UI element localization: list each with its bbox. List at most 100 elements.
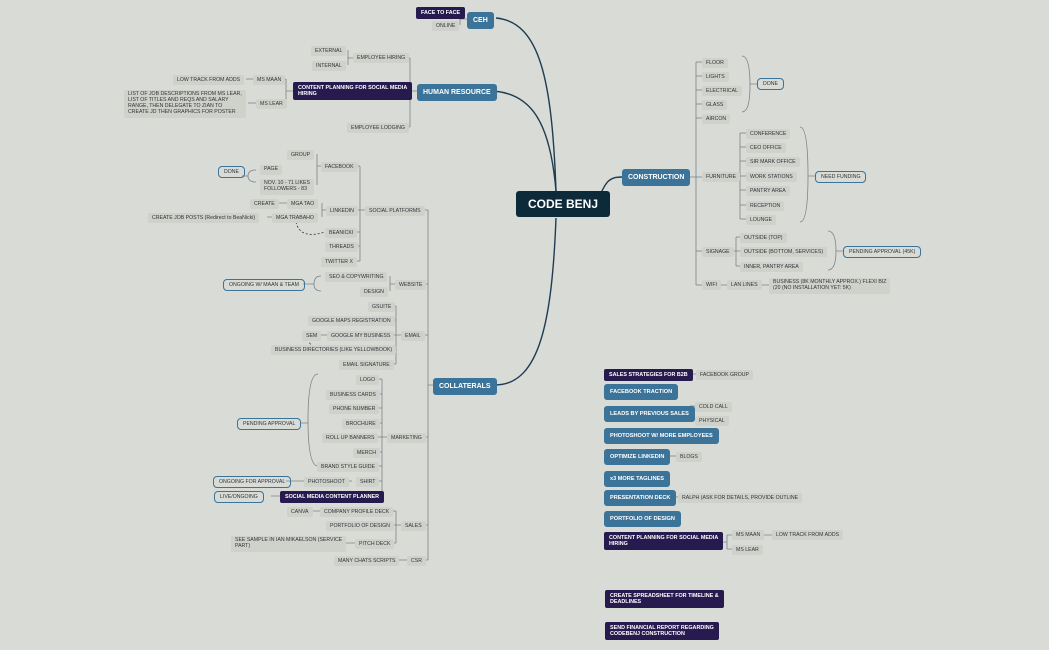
node-internal[interactable]: INTERNAL (312, 61, 346, 71)
float-facebook-traction[interactable]: FACEBOOK TRACTION (604, 384, 679, 400)
node-brochure[interactable]: BROCHURE (342, 419, 380, 429)
node-design[interactable]: DESIGN (360, 287, 388, 297)
node-ongoing-approval[interactable]: ONGOING FOR APPROVAL (213, 476, 292, 488)
node-sales[interactable]: SALES (401, 521, 426, 531)
node-electrical[interactable]: ELECTRICAL (702, 86, 742, 96)
node-shirt[interactable]: SHIRT (356, 477, 380, 487)
node-ms-lear[interactable]: MS LEAR (256, 99, 287, 109)
float-financial-report[interactable]: SEND FINANCIAL REPORT REGARDING CODEBENJ… (605, 622, 719, 641)
float-more-taglines[interactable]: x3 MORE TAGLINES (604, 471, 670, 487)
node-many-chats[interactable]: MANY CHATS SCRIPTS (334, 556, 400, 566)
node-twitter[interactable]: TWITTER X (321, 257, 357, 267)
node-signage[interactable]: SIGNAGE (702, 247, 734, 257)
node-beanicki[interactable]: BEANICKI (325, 228, 358, 238)
node-lan-lines[interactable]: LAN LINES (727, 280, 762, 290)
node-low-track[interactable]: LOW TRACK FROM ADDS (173, 75, 245, 85)
float-low-track[interactable]: LOW TRACK FROM ADDS (772, 530, 844, 540)
node-online[interactable]: ONLINE (432, 21, 460, 31)
node-work-stations[interactable]: WORK STATIONS (746, 172, 797, 182)
float-content-planning[interactable]: CONTENT PLANNING FOR SOCIAL MEDIA HIRING (604, 532, 724, 551)
node-inner-pantry[interactable]: INNER, PANTRY AREA (740, 262, 803, 272)
node-content-planning-hiring[interactable]: CONTENT PLANNING FOR SOCIAL MEDIA HIRING (293, 82, 413, 101)
topic-construction[interactable]: CONSTRUCTION (622, 169, 691, 186)
float-photoshoot-employees[interactable]: PHOTOSHOOT W/ MORE EMPLOYEES (604, 428, 719, 444)
root-topic[interactable]: CODE BENJ (516, 191, 611, 217)
node-live-ongoing[interactable]: LIVE/ONGOING (214, 491, 264, 503)
node-ongoing-maan[interactable]: ONGOING W/ MAAN & TEAM (223, 279, 305, 291)
float-ms-maan[interactable]: MS MAAN (732, 530, 765, 540)
node-done-construction[interactable]: DONE (757, 78, 784, 90)
node-aircon[interactable]: AIRCON (702, 114, 731, 124)
node-google-my-business[interactable]: GOOGLE MY BUSINESS (327, 331, 395, 341)
node-job-descriptions[interactable]: LIST OF JOB DESCRIPTIONS FROM MS LEAR, L… (124, 90, 246, 118)
topic-collaterals[interactable]: COLLATERALS (433, 378, 497, 395)
node-facebook[interactable]: FACEBOOK (321, 162, 358, 172)
float-ralph[interactable]: RALPH (ASK FOR DETAILS, PROVIDE OUTLINE (678, 493, 803, 503)
node-furniture[interactable]: FURNITURE (702, 172, 740, 182)
float-ms-lear[interactable]: MS LEAR (732, 545, 763, 555)
float-presentation-deck[interactable]: PRESENTATION DECK (604, 490, 677, 506)
float-facebook-group[interactable]: FACEBOOK GROUP (696, 370, 754, 380)
node-business-plan[interactable]: BUSINESS (8K MONTHLY APPROX.) FLEXI BIZ … (769, 278, 891, 294)
node-photoshoot[interactable]: PHOTOSHOOT (304, 477, 349, 487)
node-marketing[interactable]: MARKETING (387, 433, 426, 443)
float-blogs[interactable]: BLOGS (676, 452, 702, 462)
node-roll-up-banners[interactable]: ROLL UP BANNERS (322, 433, 379, 443)
node-pitch-deck[interactable]: PITCH DECK (355, 539, 395, 549)
node-pending-approval[interactable]: PENDING APPROVAL (237, 418, 302, 430)
node-seo[interactable]: SEO & COPYWRITING (325, 272, 388, 282)
node-external[interactable]: EXTERNAL (311, 46, 347, 56)
node-merch[interactable]: MERCH (353, 448, 381, 458)
node-canva[interactable]: CANVA (287, 507, 313, 517)
node-outside-top[interactable]: OUTSIDE (TOP) (740, 233, 787, 243)
node-linkedin[interactable]: LINKEDIN (326, 206, 358, 216)
node-pantry[interactable]: PANTRY AREA (746, 186, 790, 196)
node-floor[interactable]: FLOOR (702, 58, 728, 68)
float-optimize-linkedin[interactable]: OPTIMIZE LINKEDIN (604, 449, 671, 465)
float-spreadsheet[interactable]: CREATE SPREADSHEET FOR TIMELINE & DEADLI… (605, 590, 724, 609)
node-see-sample[interactable]: SEE SAMPLE IN IAN MIKAELSON (SERVICE PAR… (231, 536, 347, 552)
node-reception[interactable]: RECEPTION (746, 201, 785, 211)
node-lights[interactable]: LIGHTS (702, 72, 729, 82)
float-physical[interactable]: PHYSICAL (695, 416, 729, 426)
node-employee-hiring[interactable]: EMPLOYEE HIRING (353, 53, 410, 63)
float-leads[interactable]: LEADS BY PREVIOUS SALES (604, 406, 695, 422)
float-sales-strategies[interactable]: SALES STRATEGIES FOR B2B (604, 369, 693, 381)
node-gsuite[interactable]: GSUITE (368, 302, 396, 312)
node-brand-style[interactable]: BRAND STYLE GUIDE (317, 462, 379, 472)
node-create-job-posts[interactable]: CREATE JOB POSTS (Redirect to BeaNicki) (148, 213, 260, 223)
float-cold-call[interactable]: COLD CALL (695, 402, 732, 412)
node-need-funding[interactable]: NEED FUNDING (815, 171, 867, 183)
node-email[interactable]: EMAIL (401, 331, 425, 341)
node-conference[interactable]: CONFERENCE (746, 129, 791, 139)
node-threads[interactable]: THREADS (325, 242, 358, 252)
node-wifi[interactable]: WIFI (702, 280, 721, 290)
node-group[interactable]: GROUP (287, 150, 315, 160)
node-ms-maan[interactable]: MS MAAN (253, 75, 286, 85)
float-portfolio-design[interactable]: PORTFOLIO OF DESIGN (604, 511, 681, 527)
node-csr[interactable]: CSR (407, 556, 426, 566)
node-business-directories[interactable]: BUSINESS DIRECTORIES (LIKE YELLOWBOOK) (271, 345, 397, 355)
node-social-platforms[interactable]: SOCIAL PLATFORMS (365, 206, 425, 216)
node-create[interactable]: CREATE (250, 199, 279, 209)
node-ceo-office[interactable]: CEO OFFICE (746, 143, 786, 153)
node-website[interactable]: WEBSITE (395, 280, 427, 290)
node-glass[interactable]: GLASS (702, 100, 728, 110)
node-page-stats[interactable]: NOV. 10 - 71 LIKES FOLLOWERS - 83 (260, 179, 314, 195)
node-page[interactable]: PAGE (260, 165, 283, 175)
node-sem[interactable]: SEM (302, 331, 322, 341)
node-google-maps[interactable]: GOOGLE MAPS REGISTRATION (308, 316, 395, 326)
node-sir-mark[interactable]: SIR MARK OFFICE (746, 157, 800, 167)
node-lounge[interactable]: LOUNGE (746, 215, 776, 225)
topic-human-resource[interactable]: HUMAN RESOURCE (417, 84, 497, 101)
node-logo[interactable]: LOGO (356, 375, 379, 385)
node-company-profile[interactable]: COMPANY PROFILE DECK (320, 507, 394, 517)
node-mga-trabaho[interactable]: MGA TRABAHO (272, 213, 318, 223)
node-social-media-planner[interactable]: SOCIAL MEDIA CONTENT PLANNER (280, 491, 385, 503)
node-face-to-face[interactable]: FACE TO FACE (416, 7, 466, 19)
node-business-cards[interactable]: BUSINESS CARDS (326, 390, 380, 400)
topic-ceh[interactable]: CEH (467, 12, 494, 29)
node-done-facebook[interactable]: DONE (218, 166, 245, 178)
node-phone-number[interactable]: PHONE NUMBER (329, 404, 380, 414)
node-email-signature[interactable]: EMAIL SIGNATURE (339, 360, 394, 370)
